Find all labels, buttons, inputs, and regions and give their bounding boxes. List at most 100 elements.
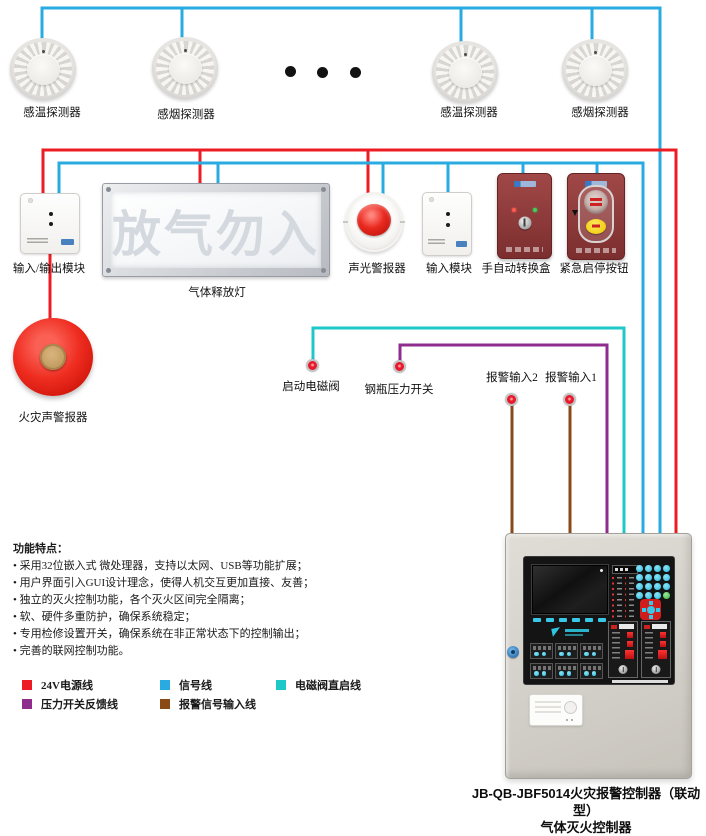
zone-module: [555, 643, 578, 659]
down-arrow-icon: [648, 614, 653, 619]
red-button: [659, 632, 666, 638]
zone-module-text: [583, 646, 601, 650]
cyan-button: [559, 651, 564, 656]
module-brand-logo: [61, 239, 74, 246]
zone-module: [555, 662, 578, 679]
cyan-button: [584, 671, 589, 676]
keypad-button: [663, 574, 670, 581]
feature-item: • 专用检修设置开关，确保系统在非正常状态下的控制输出；: [13, 628, 306, 640]
keypad-button: [636, 583, 643, 590]
strip-keyswitch: [618, 665, 628, 674]
zone-module-grid: [530, 643, 606, 680]
smoke-detector-2-label: 感烟探测器: [571, 107, 629, 119]
module-led: [48, 222, 53, 227]
cyan-button: [591, 651, 596, 656]
gas-release-lamp-label: 气体释放灯: [188, 287, 246, 299]
pressure-switch-label: 钢瓶压力开关: [364, 384, 434, 396]
smoke-detector-1: [152, 37, 218, 99]
gas-release-lamp-text: 放气勿入: [111, 207, 320, 262]
legend-label: 压力开关反馈线: [41, 699, 118, 711]
feature-item: • 独立的灭火控制功能，各个灭火区间完全隔离；: [13, 594, 251, 606]
mini-display-segment: [620, 568, 623, 571]
cyan-button: [566, 671, 571, 676]
emergency-button-label: 紧急启停按钮: [559, 263, 629, 275]
module-led: [446, 211, 451, 216]
indicator-labels: [616, 577, 622, 619]
notch: [400, 220, 405, 223]
softkey: [546, 618, 554, 622]
legend-item-pressure: 压力开关反馈线: [22, 696, 118, 712]
feature-item: • 软、硬件多重防护，确保系统稳定；: [13, 611, 196, 623]
alarm-input-2-terminal: [505, 393, 518, 406]
fire-bell-label: 火灾声警报器: [18, 412, 88, 424]
lcd-softkeys: [533, 618, 607, 622]
manual-auto-box-label: 手自动转换盒: [481, 263, 551, 275]
detector-led: [594, 51, 598, 55]
zone-module: [580, 662, 603, 679]
screw: [428, 197, 434, 203]
panel-caption-line2: 气体灭火控制器: [540, 820, 632, 835]
red-button: [659, 641, 666, 647]
legend-label: 信号线: [179, 680, 212, 692]
control-strip-2: [641, 621, 671, 678]
keypad-button: [636, 592, 643, 599]
bird-icon: [551, 627, 562, 637]
alarm-dome: [357, 203, 391, 236]
zone-module-buttons: [534, 651, 546, 656]
up-arrow-icon: [648, 600, 653, 605]
cyan-button: [534, 671, 539, 676]
keypad-button: [654, 592, 661, 599]
legend-item-power: 24V电源线: [22, 677, 93, 693]
softkey: [585, 618, 593, 622]
keypad-button: [645, 574, 652, 581]
mini-display-segment: [625, 568, 628, 571]
manual-led: [511, 207, 516, 212]
status-indicator-column: [612, 577, 634, 619]
screw: [27, 198, 33, 204]
cyan-button: [591, 671, 596, 676]
feature-item: • 用户界面引入GUI设计理念，使得人机交互更加直接、友善；: [13, 577, 315, 589]
detector-led: [464, 53, 468, 57]
power-color-swatch: [22, 680, 32, 690]
zone-module-text: [558, 665, 576, 670]
keypad-button: [654, 574, 661, 581]
module-text: [427, 239, 446, 247]
brand-logo: [513, 180, 536, 187]
zone-module: [580, 643, 603, 659]
heat-detector-2-label: 感温探测器: [440, 107, 498, 119]
notch: [343, 220, 348, 223]
zone-module-buttons: [559, 651, 571, 656]
cyan-button: [559, 671, 564, 676]
zone-module-text: [583, 665, 601, 670]
panel-caption-line1: JB-QB-JBF5014火灾报警控制器（联动型）: [471, 786, 701, 818]
strip-display: [652, 624, 667, 629]
start-red-button: [625, 650, 634, 659]
keypad-button: [654, 565, 661, 572]
signal-wire-module-loop: [57, 161, 645, 533]
strip-header: [644, 624, 667, 629]
panel-caption: JB-QB-JBF5014火灾报警控制器（联动型） 气体灭火控制器: [466, 785, 706, 836]
zone-module-text: [533, 665, 551, 670]
keypad-button: [645, 592, 652, 599]
module-led: [446, 222, 451, 227]
zone-module-buttons: [534, 671, 546, 676]
ellipsis-dot: [350, 67, 361, 78]
screw: [321, 268, 326, 273]
navigation-dpad: [640, 599, 661, 620]
heat-detector-1: [10, 38, 76, 100]
softkey: [598, 618, 606, 622]
gas-release-lamp-face: 放气勿入: [111, 192, 321, 268]
pressure-feedback-wire: [398, 343, 609, 533]
gas-release-lamp: 放气勿入: [102, 183, 330, 277]
strip-tag: [644, 624, 650, 629]
mini-display-segment: [615, 568, 618, 571]
bell-cap: [40, 344, 66, 370]
keypad-button: [654, 583, 661, 590]
keypad-button: [663, 583, 670, 590]
legend-item-solenoid: 电磁阀直启线: [276, 677, 361, 693]
solenoid-color-swatch: [276, 680, 286, 690]
solenoid-valve-terminal: [306, 359, 319, 372]
module-brand-logo: [456, 240, 467, 247]
strip-buttons: [625, 632, 634, 659]
